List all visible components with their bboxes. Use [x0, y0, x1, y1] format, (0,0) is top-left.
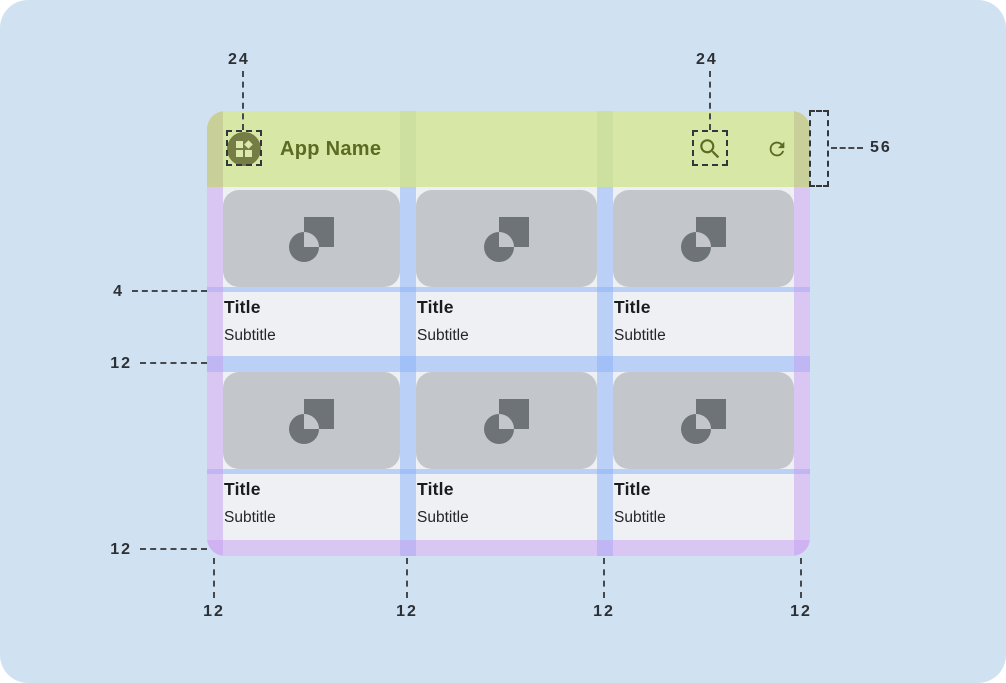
dim-box-app-icon [226, 130, 262, 166]
dim-label-col-12-a: 12 [203, 603, 225, 620]
card[interactable]: Title Subtitle [223, 190, 400, 356]
card[interactable]: Title Subtitle [416, 372, 597, 540]
card-subtitle: Subtitle [614, 327, 666, 344]
dim-line-row-gap-12 [140, 362, 207, 364]
image-placeholder-icon [288, 398, 334, 444]
app-bar-gutter-overlay-2 [597, 111, 613, 187]
refresh-icon [769, 141, 785, 157]
card-subtitle: Subtitle [224, 509, 276, 526]
dashboard-icon [236, 140, 253, 157]
card-title: Title [224, 297, 261, 317]
card[interactable]: Title Subtitle [613, 372, 794, 540]
card-image [613, 372, 794, 469]
dim-line-app-bar-height [831, 147, 863, 149]
overlay-gutter-2 [597, 187, 613, 556]
dim-label-row-gap-12: 12 [110, 355, 132, 372]
card-image [416, 372, 597, 469]
card-image [613, 190, 794, 287]
card-image [416, 190, 597, 287]
card-title: Title [614, 297, 651, 317]
image-placeholder-icon [680, 216, 726, 262]
app-bar-right-margin-overlay [794, 111, 810, 187]
refresh-button[interactable] [766, 138, 788, 160]
overlay-bottom-margin [207, 540, 810, 556]
search-button[interactable] [697, 136, 723, 162]
image-placeholder-icon [483, 398, 529, 444]
image-placeholder-icon [288, 216, 334, 262]
dim-label-col-12-b: 12 [396, 603, 418, 620]
dim-label-app-icon-24: 24 [228, 51, 250, 68]
dim-line-gutter1-col [406, 558, 408, 598]
dim-label-col-12-d: 12 [790, 603, 812, 620]
dim-box-search-icon [692, 130, 728, 166]
card-subtitle: Subtitle [224, 327, 276, 344]
dim-label-bottom-margin-12: 12 [110, 541, 132, 558]
app-title: App Name [280, 137, 382, 160]
card-subtitle: Subtitle [614, 509, 666, 526]
card[interactable]: Title Subtitle [223, 372, 400, 540]
search-icon [700, 139, 720, 159]
app-bar-gutter-overlay-1 [400, 111, 416, 187]
dim-line-left-margin-col [213, 558, 215, 598]
dim-line-right-margin-col [800, 558, 802, 598]
dim-label-app-bar-56: 56 [870, 139, 892, 156]
card-image [223, 372, 400, 469]
card[interactable]: Title Subtitle [613, 190, 794, 356]
overlay-row-gap [207, 356, 810, 372]
app-menu-button[interactable] [227, 132, 261, 166]
dim-line-app-icon [242, 71, 244, 130]
card-title: Title [417, 479, 454, 499]
dim-line-gap-4 [132, 290, 207, 292]
dim-label-gap-4: 4 [113, 283, 124, 300]
card-title: Title [224, 479, 261, 499]
dim-label-col-12-c: 12 [593, 603, 615, 620]
card-title: Title [417, 297, 454, 317]
overlay-left-margin [207, 187, 223, 556]
dim-line-gutter2-col [603, 558, 605, 598]
app-bar-left-margin-overlay [207, 111, 223, 187]
dim-label-search-icon-24: 24 [696, 51, 718, 68]
card-title: Title [614, 479, 651, 499]
card-image [223, 190, 400, 287]
image-placeholder-icon [680, 398, 726, 444]
card-subtitle: Subtitle [417, 327, 469, 344]
overlay-right-margin [794, 187, 810, 556]
card-subtitle: Subtitle [417, 509, 469, 526]
dim-bracket-app-bar-height [809, 110, 829, 187]
dim-line-bottom-margin-12 [140, 548, 207, 550]
image-placeholder-icon [483, 216, 529, 262]
app-mockup: Title Subtitle Title Subtitle Title Subt… [207, 111, 810, 556]
app-bar: App Name [207, 111, 810, 187]
card[interactable]: Title Subtitle [416, 190, 597, 356]
overlay-gutter-1 [400, 187, 416, 556]
dim-line-search-icon [709, 71, 711, 130]
